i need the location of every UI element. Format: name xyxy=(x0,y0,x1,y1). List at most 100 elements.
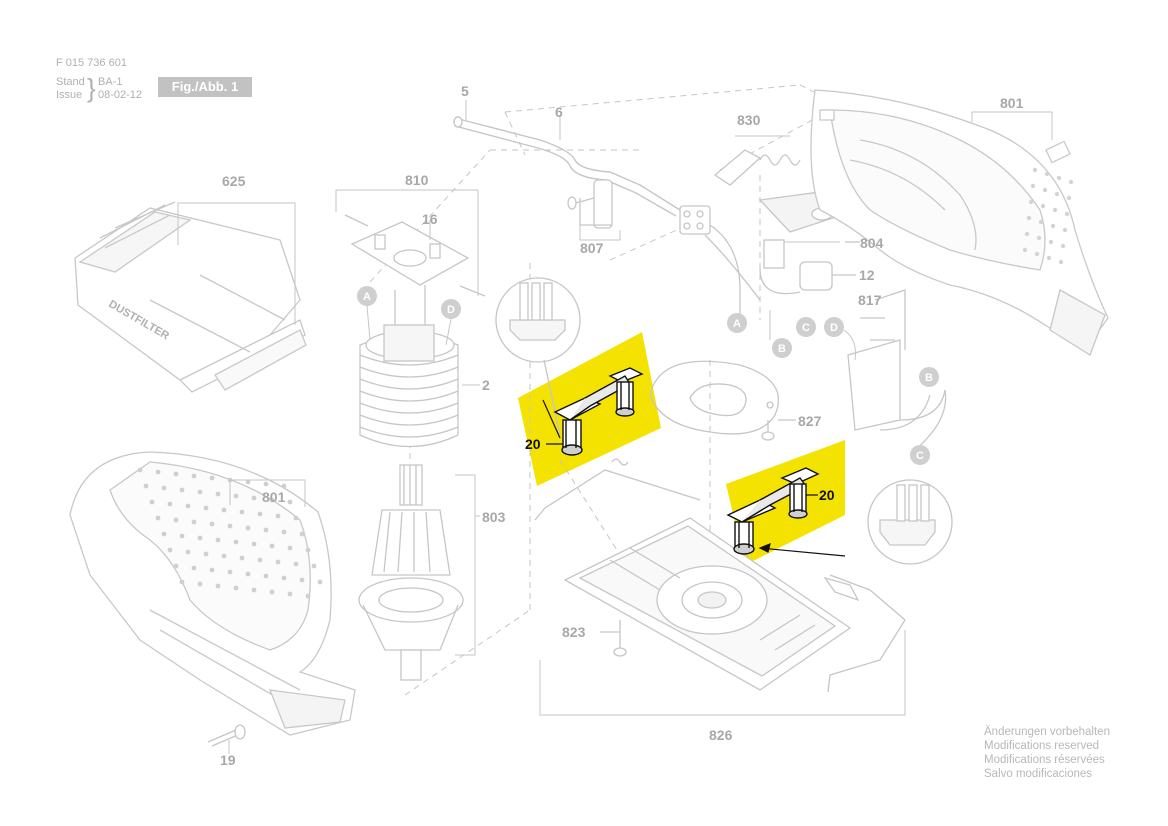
stand-value: BA-1 xyxy=(98,76,123,88)
screw-827 xyxy=(761,419,796,441)
perforation-dot xyxy=(263,573,269,579)
modification-notes: Änderungen vorbehalten Modifications res… xyxy=(984,725,1110,781)
perforation-dot xyxy=(197,581,203,587)
screw-19 xyxy=(207,724,246,747)
perforation-dot xyxy=(251,587,257,593)
perforation-dot xyxy=(1052,207,1058,213)
part-625-label: 625 xyxy=(222,173,246,189)
note-en: Modifications reserved xyxy=(984,740,1100,752)
svg-text:B: B xyxy=(778,343,786,355)
perforation-dot xyxy=(233,493,239,499)
stand-label: Stand xyxy=(56,76,85,88)
perforation-dot xyxy=(1060,243,1066,249)
perforation-dot xyxy=(293,561,299,567)
part-807-label: 807 xyxy=(580,240,604,256)
part-801-right-label: 801 xyxy=(1000,95,1024,111)
perforation-dot xyxy=(281,575,287,581)
connector-d-left: D xyxy=(441,299,461,346)
part-20-upper-label: 20 xyxy=(525,436,541,452)
part-830-label: 830 xyxy=(737,112,761,128)
perforation-dot xyxy=(221,507,227,513)
perforation-dot xyxy=(185,549,191,555)
perforation-dot xyxy=(215,537,221,543)
note-fr: Modifications réservées xyxy=(984,754,1105,766)
doc-number: F 015 736 601 xyxy=(56,57,127,69)
connector-b-upper: B xyxy=(769,310,792,358)
perforation-dot xyxy=(281,529,287,535)
armature-803 xyxy=(358,464,464,681)
part-2-label: 2 xyxy=(482,377,490,393)
brush-holder-clip-upper xyxy=(553,367,644,456)
perforation-dot xyxy=(311,563,317,569)
svg-text:C: C xyxy=(916,450,924,462)
perforation-dot xyxy=(275,559,281,565)
leader-826 xyxy=(539,630,906,716)
part-20-lower-label: 20 xyxy=(819,487,835,503)
perforation-dot xyxy=(251,495,257,501)
perforation-dot xyxy=(299,577,305,583)
perforation-dot xyxy=(287,591,293,597)
part-827-label: 827 xyxy=(798,413,822,429)
perforation-dot xyxy=(1050,223,1056,229)
perforation-dot xyxy=(1026,215,1032,221)
cable-clamp-807 xyxy=(567,179,613,229)
capacitor-12 xyxy=(759,261,856,295)
perforation-dot xyxy=(167,547,173,553)
perforation-dot xyxy=(281,483,287,489)
perforation-dot xyxy=(1038,219,1044,225)
perforation-dot xyxy=(185,503,191,509)
perforation-dot xyxy=(191,565,197,571)
perforation-dot xyxy=(251,541,257,547)
brush-plate-810 xyxy=(344,214,486,330)
part-6-label: 6 xyxy=(555,104,563,120)
svg-text:B: B xyxy=(925,372,933,384)
perforation-dot xyxy=(269,589,275,595)
part-12-label: 12 xyxy=(859,267,875,283)
note-de: Änderungen vorbehalten xyxy=(984,726,1110,738)
perforation-dot xyxy=(173,471,179,477)
perforation-dot xyxy=(155,469,161,475)
perforation-dot xyxy=(233,585,239,591)
perforation-dot xyxy=(1064,211,1070,217)
perforation-dot xyxy=(191,519,197,525)
perforation-dot xyxy=(245,571,251,577)
perforation-dot xyxy=(203,505,209,511)
housing-801-right xyxy=(810,89,1109,356)
perforation-dot xyxy=(1034,251,1040,257)
perforation-dot xyxy=(263,481,269,487)
power-cable-5-6 xyxy=(453,116,681,217)
perforation-dot xyxy=(155,515,161,521)
housing-801-left xyxy=(69,451,356,736)
perforation-dot xyxy=(245,525,251,531)
connector-a-left: A xyxy=(357,286,377,341)
leader-20-upper xyxy=(542,399,563,445)
perforation-dot xyxy=(209,475,215,481)
perforation-dot xyxy=(1042,187,1048,193)
note-es: Salvo modificaciones xyxy=(984,768,1093,780)
perforation-dot xyxy=(257,511,263,517)
perforation-dot xyxy=(143,483,149,489)
connector-a-right: A xyxy=(727,313,747,333)
perforation-dot xyxy=(287,545,293,551)
perforation-dot xyxy=(287,499,293,505)
switch-lever-830 xyxy=(713,149,801,186)
part-16-label: 16 xyxy=(422,211,438,227)
perforation-dot xyxy=(293,515,299,521)
connector-b-lower: B xyxy=(919,367,939,387)
perforation-dot xyxy=(173,517,179,523)
perforation-dot xyxy=(239,509,245,515)
leader-lines xyxy=(177,111,1053,656)
perforation-dot xyxy=(209,521,215,527)
issue-label: Issue xyxy=(56,89,83,101)
issue-value: 08-02-12 xyxy=(98,89,143,101)
perforation-dot xyxy=(1022,247,1028,253)
highlight-zone-lower xyxy=(726,440,845,565)
perforation-dot xyxy=(167,501,173,507)
part-817-label: 817 xyxy=(858,292,882,308)
perforation-dot xyxy=(161,485,167,491)
perforation-dot xyxy=(137,467,143,473)
perforation-dot xyxy=(1030,183,1036,189)
perforation-dot xyxy=(221,553,227,559)
